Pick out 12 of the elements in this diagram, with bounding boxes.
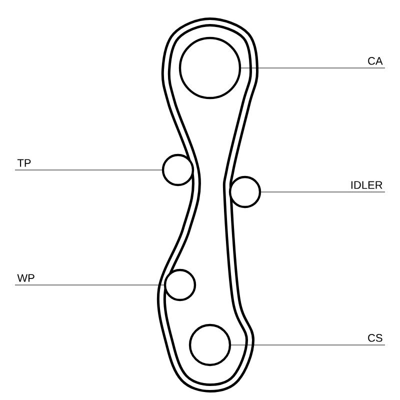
pulley [228, 176, 262, 208]
part-label: CS [368, 334, 382, 342]
part-label: TP [17, 159, 31, 167]
part-label: CA [368, 57, 383, 65]
pulley [188, 324, 232, 366]
leader-line [230, 344, 386, 346]
pulley [178, 36, 242, 100]
leader-line [14, 284, 164, 286]
part-label: IDLER [351, 181, 382, 189]
part-label: WP [17, 274, 34, 282]
pulley [164, 268, 196, 302]
pulley [162, 154, 194, 186]
